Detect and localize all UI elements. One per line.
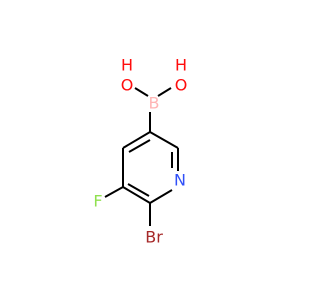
bond-c3-c2 xyxy=(149,131,179,149)
bond-c4-c3-inner xyxy=(128,139,151,153)
atom-h2: H xyxy=(175,56,187,75)
atom-h1: H xyxy=(121,56,133,75)
bond-c4-c3 xyxy=(122,131,151,149)
bond-c6-c5 xyxy=(122,186,151,204)
atom-o2: O xyxy=(175,76,188,95)
atom-n: N xyxy=(174,171,186,190)
bond-b-o1 xyxy=(134,87,149,97)
bond-c6-c5-inner xyxy=(127,183,150,197)
bond-b-o2 xyxy=(157,87,172,97)
molecule-structure: O H O H B N F Br xyxy=(93,56,188,247)
bond-n-c6 xyxy=(149,189,173,204)
bond-c5-f xyxy=(104,186,124,198)
atom-o1: O xyxy=(121,76,134,95)
atom-f: F xyxy=(93,192,102,211)
molecule-canvas: O H O H B N F Br xyxy=(93,56,188,247)
atom-b: B xyxy=(149,94,160,113)
atom-br: Br xyxy=(145,228,163,247)
